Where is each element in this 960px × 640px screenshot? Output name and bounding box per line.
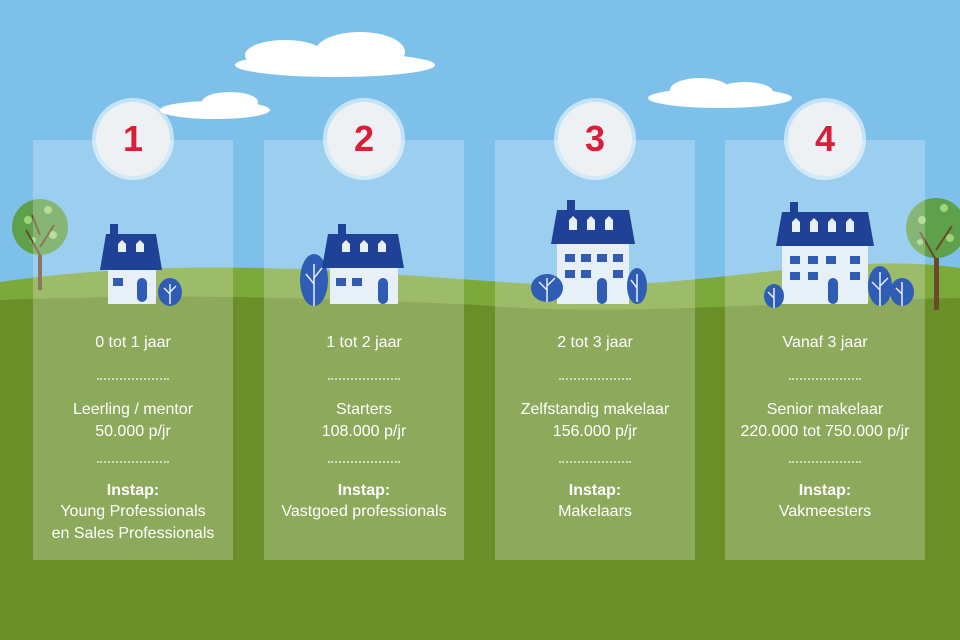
bush-icon bbox=[531, 274, 563, 302]
step-number-badge: 1 bbox=[96, 102, 170, 176]
step-period: Vanaf 3 jaar bbox=[782, 334, 868, 351]
dotted-divider bbox=[789, 461, 861, 463]
step-salary: 220.000 tot 750.000 p/jr bbox=[740, 423, 910, 440]
tree-icon bbox=[12, 199, 68, 290]
step-number-badge: 3 bbox=[558, 102, 632, 176]
dotted-divider bbox=[789, 378, 861, 380]
step-period: 0 tot 1 jaar bbox=[95, 334, 171, 351]
cloud-icon bbox=[235, 32, 435, 77]
house-icon bbox=[300, 224, 404, 306]
dotted-divider bbox=[559, 378, 631, 380]
step-number: 4 bbox=[814, 118, 836, 159]
step-salary: 108.000 p/jr bbox=[321, 423, 407, 440]
bush-icon bbox=[158, 278, 182, 306]
bush-icon bbox=[300, 254, 328, 306]
cloud-icon bbox=[160, 92, 270, 119]
step-salary: 50.000 p/jr bbox=[95, 423, 171, 440]
step-number: 1 bbox=[122, 118, 144, 159]
step-entry-line1: Young Professionals bbox=[60, 503, 206, 520]
step-entry-line1: Makelaars bbox=[558, 503, 632, 520]
step-entry-line1: Vastgoed professionals bbox=[281, 503, 447, 520]
step-period: 2 tot 3 jaar bbox=[557, 334, 633, 351]
step-panel-1 bbox=[33, 140, 233, 560]
step-number-badge: 2 bbox=[327, 102, 401, 176]
step-entry-label: Instap: bbox=[337, 482, 391, 499]
step-entry-line2: en Sales Professionals bbox=[51, 525, 215, 542]
dotted-divider bbox=[328, 378, 400, 380]
dotted-divider bbox=[97, 461, 169, 463]
dotted-divider bbox=[559, 461, 631, 463]
step-entry-label: Instap: bbox=[798, 482, 852, 499]
bush-icon bbox=[890, 278, 914, 306]
step-entry-label: Instap: bbox=[106, 482, 160, 499]
step-number-badge: 4 bbox=[788, 102, 862, 176]
house-icon bbox=[764, 202, 914, 308]
bush-icon bbox=[627, 268, 647, 304]
step-period: 1 tot 2 jaar bbox=[326, 334, 402, 351]
step-role: Zelfstandig makelaar bbox=[520, 401, 670, 418]
step-panel-4 bbox=[725, 140, 925, 560]
bush-icon bbox=[764, 284, 784, 308]
step-entry-label: Instap: bbox=[568, 482, 622, 499]
step-salary: 156.000 p/jr bbox=[552, 423, 638, 440]
step-number: 3 bbox=[584, 118, 606, 159]
dotted-divider bbox=[97, 378, 169, 380]
step-role: Senior makelaar bbox=[766, 401, 884, 418]
step-number: 2 bbox=[353, 118, 375, 159]
tree-icon bbox=[906, 198, 960, 310]
step-role: Leerling / mentor bbox=[72, 401, 194, 418]
dotted-divider bbox=[328, 461, 400, 463]
step-panel-2 bbox=[264, 140, 464, 560]
bush-icon bbox=[868, 266, 892, 306]
house-icon bbox=[531, 200, 647, 304]
step-role: Starters bbox=[335, 401, 392, 418]
house-icon bbox=[100, 224, 182, 306]
cloud-icon bbox=[648, 78, 792, 108]
step-entry-line1: Vakmeesters bbox=[778, 503, 872, 520]
